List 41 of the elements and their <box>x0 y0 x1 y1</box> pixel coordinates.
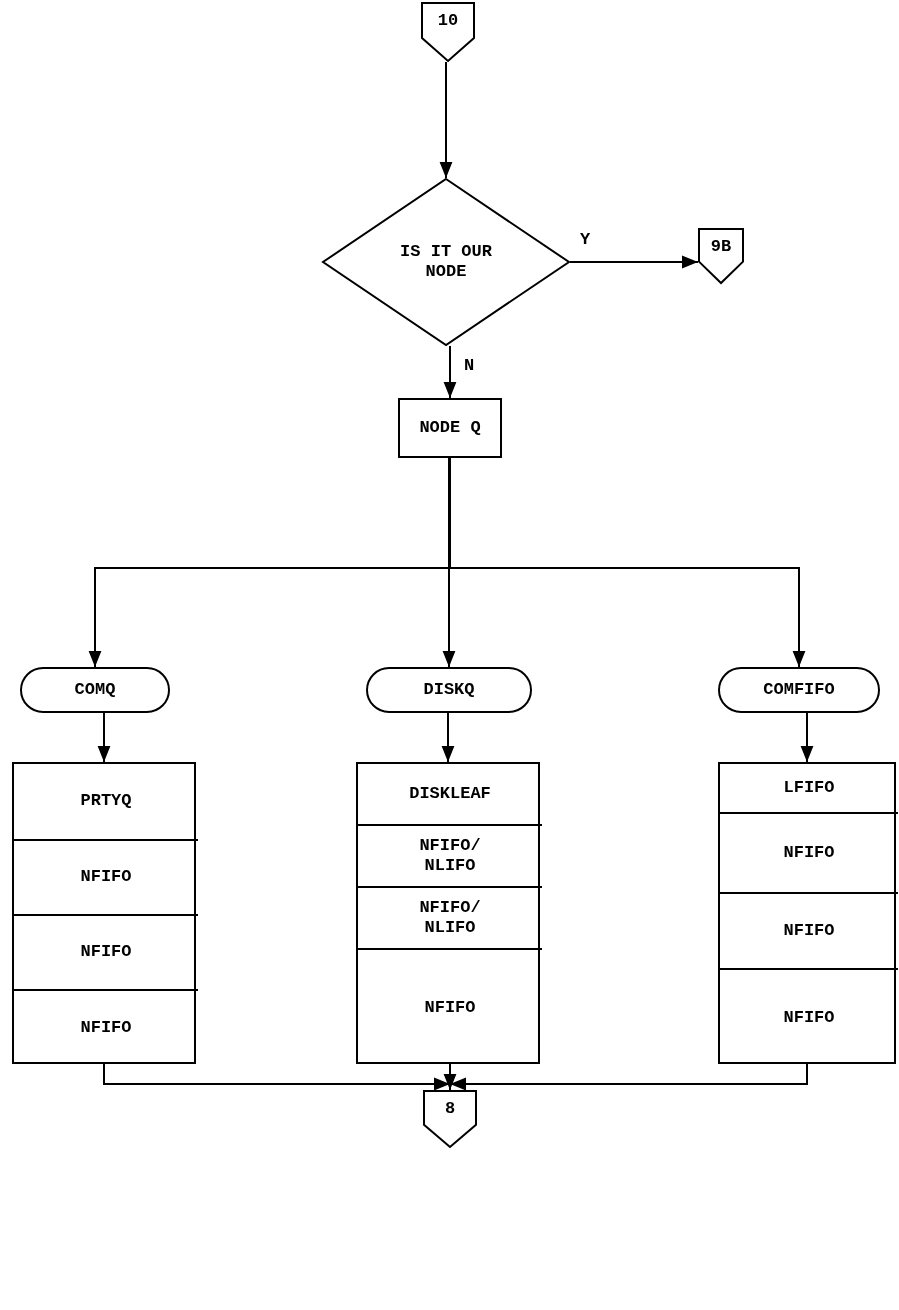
node-label: PRTYQ <box>80 791 132 812</box>
node-label: COMQ <box>74 679 116 701</box>
off-page-connector <box>423 1090 477 1148</box>
arrow <box>449 1063 808 1091</box>
arrow <box>800 712 814 763</box>
arrow <box>441 712 455 763</box>
off-page-connector <box>698 228 744 284</box>
terminal-box <box>366 667 532 713</box>
box-shape <box>718 762 896 1064</box>
arrow <box>442 457 456 668</box>
node-label: 9B <box>710 237 732 258</box>
node-label: NFIFO <box>80 867 132 888</box>
node-label: NODE Q <box>419 417 481 439</box>
arrow <box>97 712 111 763</box>
node-label: DISKLEAF <box>409 783 491 805</box>
arrow <box>103 1063 451 1091</box>
node-label: NFIFO <box>424 997 476 1019</box>
arrow <box>443 345 457 399</box>
terminal-box <box>20 667 170 713</box>
node-label: DISKQ <box>423 679 475 701</box>
node-label: NFIFO <box>783 842 835 864</box>
node-label: 10 <box>437 11 459 32</box>
decision-text: IS IT OUR NODE <box>399 241 493 283</box>
node-label: NFIFO/ NLIFO <box>418 835 482 877</box>
box-shape <box>356 762 540 1064</box>
off-page-connector <box>421 2 475 62</box>
terminal-box <box>718 667 880 713</box>
arrow <box>443 1063 457 1091</box>
process-box <box>398 398 502 458</box>
node-label: COMFIFO <box>763 679 835 701</box>
node-label: LFIFO <box>783 777 835 799</box>
decision-diamond <box>322 178 570 346</box>
box-shape <box>12 762 196 1064</box>
node-label: 8 <box>444 1099 456 1120</box>
node-label: NFIFO <box>80 1018 132 1039</box>
node-label: NFIFO <box>80 942 132 963</box>
arrow <box>569 255 699 269</box>
node-label: NFIFO <box>783 920 835 942</box>
node-label: NFIFO/ NLIFO <box>418 897 482 939</box>
arrow <box>439 61 453 179</box>
node-label: NFIFO <box>783 1007 835 1029</box>
